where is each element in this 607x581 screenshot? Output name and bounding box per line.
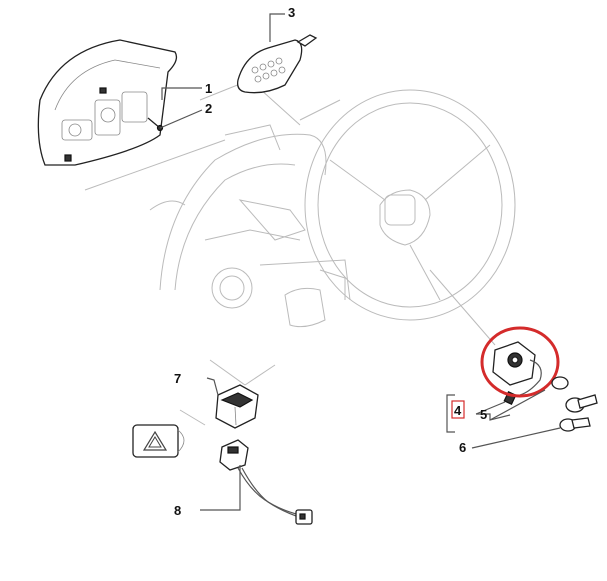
callout-1: 1 <box>205 81 212 96</box>
hazard-button[interactable] <box>132 424 185 458</box>
switch-keypad[interactable] <box>237 34 318 94</box>
instrument-cluster[interactable] <box>37 39 178 166</box>
callout-3: 3 <box>288 5 295 20</box>
screw[interactable] <box>147 117 164 132</box>
callout-8: 8 <box>174 503 181 518</box>
dashboard-body <box>149 124 351 328</box>
steering-wheel <box>304 89 516 346</box>
leader-lines <box>159 13 561 511</box>
callout-2: 2 <box>205 101 212 116</box>
callout-6: 6 <box>459 440 466 455</box>
highlight-circle <box>480 326 560 398</box>
ignition-keys[interactable] <box>551 376 598 432</box>
connector-harness[interactable] <box>219 439 313 525</box>
callout-7: 7 <box>174 371 181 386</box>
hazard-warning-triangle-icon <box>142 430 168 451</box>
highlight-box <box>451 400 465 419</box>
hazard-switch[interactable] <box>215 384 259 429</box>
callout-5: 5 <box>480 407 487 422</box>
callout-4: 4 <box>454 403 462 418</box>
